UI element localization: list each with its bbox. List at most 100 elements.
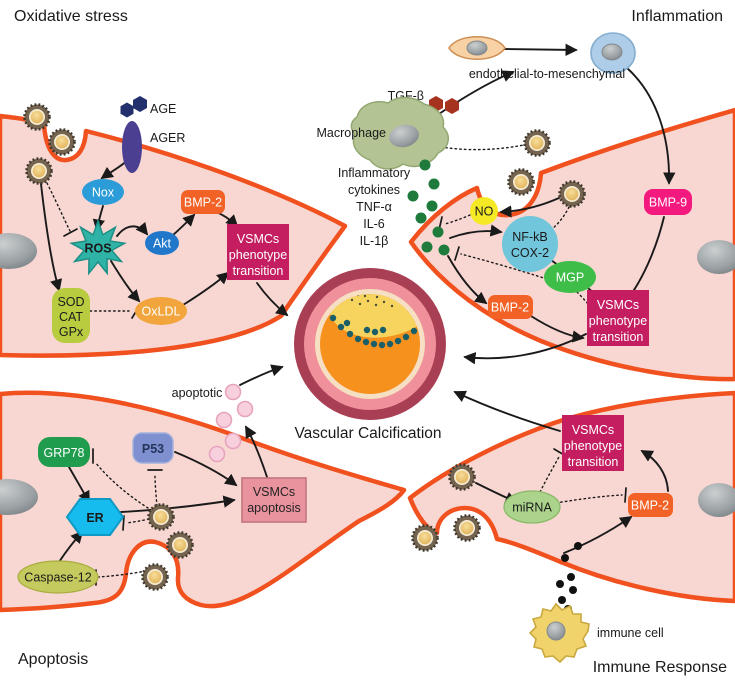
node-er (65, 498, 125, 536)
cytokines-line2: cytokines (348, 183, 400, 197)
quadrant-inflammation: endothelial-to-mesenchymal TGF-β Macroph… (317, 32, 692, 346)
nfkb-label: NF-kB (512, 230, 547, 244)
microcalcification-dots (329, 314, 418, 349)
matrix-vesicle (141, 563, 169, 591)
ros-label: ROS (84, 242, 111, 256)
node-no (470, 197, 498, 225)
nucleus (0, 479, 38, 515)
vsmcs-line1: VSMCs (572, 423, 614, 437)
cytokines-line3: TNF-α (356, 200, 392, 214)
title-inflammation: Inflammation (631, 8, 723, 25)
matrix-vesicle (523, 129, 551, 157)
macrophage-label: Macrophage (317, 126, 387, 140)
caspase12-label: Caspase-12 (24, 571, 91, 585)
node-bmp2 (181, 190, 225, 214)
matrix-vesicle (25, 157, 53, 185)
oxldl-label: OxLDL (142, 305, 181, 319)
matrix-vesicle (166, 531, 194, 559)
immune-cell-label: immune cell (597, 626, 664, 640)
mirna-label: miRNA (512, 501, 552, 515)
akt-label: Akt (153, 237, 172, 251)
cytokines-line4: IL-6 (363, 217, 385, 231)
vsmcs-line3: transition (233, 264, 284, 278)
vsmcs-line2: phenotype (229, 248, 287, 262)
node-akt (145, 231, 179, 255)
cytokines-line1: Inflammatory (338, 166, 411, 180)
emt-label: endothelial-to-mesenchymal (469, 67, 625, 81)
vessel-cross-section (294, 268, 446, 420)
grp78-label: GRP78 (44, 446, 85, 460)
sod-label: SOD (57, 295, 84, 309)
age-hexagons (120, 96, 147, 118)
nucleus (389, 124, 419, 148)
node-vsmcs-phenotype (227, 224, 289, 280)
matrix-vesicle (411, 524, 439, 552)
node-p53 (132, 432, 174, 464)
nucleus (546, 621, 566, 641)
title-immune-response: Immune Response (593, 659, 727, 676)
p53-label: P53 (142, 442, 164, 456)
node-bmp2 (628, 493, 673, 517)
matrix-vesicle (558, 180, 586, 208)
node-antioxidants (52, 288, 90, 343)
apoptotic-label: apoptotic (172, 386, 223, 400)
bmp2-label: BMP-2 (184, 196, 222, 210)
node-ros (69, 218, 127, 276)
vsmcs-line3: transition (593, 330, 644, 344)
nucleus (697, 240, 735, 274)
er-label: ER (86, 511, 103, 525)
mgp-label: MGP (556, 271, 584, 285)
quadrant-oxidative-stress: AGE AGER Nox ROS Akt BMP-2 VSMCs phenoty… (23, 96, 289, 343)
calcified-plaque (329, 294, 420, 338)
no-label: NO (475, 205, 494, 219)
title-apoptosis: Apoptosis (18, 651, 88, 668)
nox-label: Nox (92, 186, 115, 200)
vsmcs-line1: VSMCs (597, 298, 639, 312)
nucleus (601, 43, 623, 61)
node-oxldl (135, 297, 187, 325)
matrix-vesicle (23, 103, 51, 131)
node-mgp (544, 261, 596, 293)
node-vsmcs-apoptosis (241, 477, 307, 523)
cell-apoptosis (0, 390, 407, 613)
quadrant-immune: VSMCs phenotype transition miRNA BMP-2 i… (411, 415, 673, 664)
node-caspase12 (17, 560, 99, 594)
cytokines-label: Inflammatory cytokines TNF-α IL-6 IL-1β (338, 166, 411, 248)
node-vsmcs-phenotype (562, 415, 624, 471)
ager-receptor (122, 121, 142, 173)
nucleus (0, 233, 37, 269)
ager-label: AGER (150, 131, 185, 145)
matrix-vesicle (448, 463, 476, 491)
bmp2-label: BMP-2 (491, 301, 529, 315)
node-nfkb-cox2 (502, 216, 558, 272)
bmp2-label: BMP-2 (631, 499, 669, 513)
immune-signal-dots (556, 542, 582, 613)
vsmcs-line2: apoptosis (247, 501, 301, 515)
cox2-label: COX-2 (511, 246, 549, 260)
vascular-calcification-label: Vascular Calcification (294, 425, 441, 442)
vsmcs-line2: phenotype (564, 439, 622, 453)
gpx-label: GPx (59, 325, 84, 339)
vsmcs-line1: VSMCs (253, 485, 295, 499)
apoptotic-bodies (208, 383, 254, 463)
cytokines-line5: IL-1β (360, 234, 389, 248)
node-bmp2 (488, 295, 533, 319)
cat-label: CAT (59, 310, 83, 324)
cytokine-dots (407, 159, 450, 256)
bmp9-label: BMP-9 (649, 196, 687, 210)
node-vsmcs-phenotype (587, 290, 649, 346)
node-grp78 (38, 437, 90, 467)
matrix-vesicle (453, 514, 481, 542)
vsmcs-line1: VSMCs (237, 232, 279, 246)
node-mirna (503, 490, 561, 524)
vsmcs-line3: transition (568, 455, 619, 469)
vsmcs-line2: phenotype (589, 314, 647, 328)
title-oxidative-stress: Oxidative stress (14, 8, 128, 25)
matrix-vesicle (507, 168, 535, 196)
nucleus (466, 40, 488, 56)
matrix-vesicle (147, 503, 175, 531)
quadrant-apoptosis: GRP78 P53 ER Caspase-12 VSMCs apoptosis … (17, 383, 307, 594)
node-nox (82, 179, 124, 205)
matrix-vesicle (48, 128, 76, 156)
